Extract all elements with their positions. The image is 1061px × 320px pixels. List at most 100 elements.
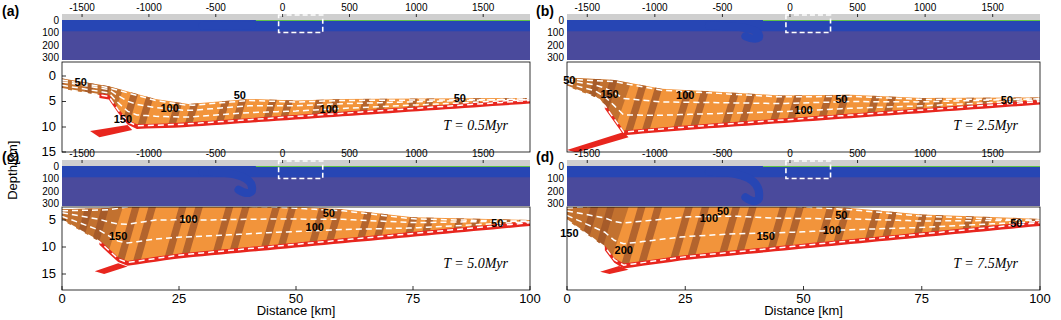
isotherm-line bbox=[567, 207, 1040, 221]
tick bbox=[992, 14, 993, 17]
tick-label: 200 bbox=[547, 40, 564, 51]
thrust-band bbox=[342, 207, 380, 290]
tick bbox=[722, 14, 723, 17]
subducting-slab bbox=[202, 21, 252, 30]
tick-label: 25 bbox=[172, 292, 186, 306]
thrust-band bbox=[850, 66, 889, 152]
tick-label: 15 bbox=[42, 267, 56, 281]
tick-label: 1500 bbox=[472, 2, 494, 13]
tick-label: 0 bbox=[53, 15, 59, 26]
thrust-band bbox=[62, 66, 100, 152]
tick bbox=[654, 160, 655, 163]
tick-label: 0 bbox=[558, 15, 564, 26]
tick bbox=[82, 160, 83, 163]
mantle bbox=[567, 166, 1040, 206]
tick-label: 0 bbox=[787, 148, 793, 159]
tick bbox=[349, 14, 350, 17]
tick-label: -1500 bbox=[574, 2, 600, 13]
mantle bbox=[567, 20, 1040, 60]
thrust-band bbox=[452, 66, 490, 152]
contour-label: 50 bbox=[563, 74, 575, 86]
thrust-band bbox=[125, 66, 163, 152]
tick-label: -1500 bbox=[69, 148, 95, 159]
tick bbox=[282, 160, 283, 163]
thrust-band bbox=[992, 66, 1031, 152]
tick-label: 0 bbox=[563, 292, 570, 306]
lithosphere bbox=[62, 20, 530, 31]
thrust-band bbox=[483, 66, 521, 152]
tick bbox=[62, 274, 66, 275]
tick bbox=[722, 160, 723, 163]
thrust-band bbox=[630, 66, 669, 152]
contour-label: 200 bbox=[615, 244, 633, 256]
crust-line bbox=[256, 166, 530, 167]
tick-label: -500 bbox=[206, 2, 226, 13]
thrust-band bbox=[218, 66, 256, 152]
lithosphere bbox=[567, 166, 1040, 177]
tick-label: 1500 bbox=[982, 148, 1004, 159]
zoom-box bbox=[786, 161, 831, 179]
thrust-group bbox=[62, 207, 530, 290]
tick bbox=[921, 286, 922, 290]
thrust-band bbox=[914, 207, 953, 290]
panel-letter: (d) bbox=[536, 150, 554, 165]
tick bbox=[530, 286, 531, 290]
tick bbox=[587, 160, 588, 163]
tick-label: 0 bbox=[58, 292, 65, 306]
subducting-slab bbox=[709, 26, 759, 39]
contour-label: 100 bbox=[306, 221, 324, 233]
tick-label: -500 bbox=[712, 2, 732, 13]
isotherm-line bbox=[567, 211, 1040, 223]
tick-label: 100 bbox=[547, 173, 564, 184]
thrust-band bbox=[567, 66, 575, 152]
contour-label: 50 bbox=[234, 89, 246, 101]
contour-label: 50 bbox=[75, 76, 87, 88]
tick bbox=[413, 286, 414, 290]
contour-label: 50 bbox=[717, 205, 729, 217]
thrust-band bbox=[1009, 66, 1040, 152]
tick bbox=[282, 14, 283, 17]
basal-layer bbox=[90, 125, 132, 137]
thrust-group bbox=[567, 66, 1040, 152]
panel-frame bbox=[567, 62, 1040, 152]
thrust-band bbox=[756, 66, 795, 152]
thrust-band bbox=[342, 66, 380, 152]
contour-label: 50 bbox=[491, 217, 503, 229]
tick bbox=[215, 160, 216, 163]
contour-label: 100 bbox=[160, 102, 178, 114]
wedge-group bbox=[62, 207, 530, 290]
contour-label: 100 bbox=[320, 103, 338, 115]
tick bbox=[62, 286, 63, 290]
contour-label: 150 bbox=[109, 230, 127, 242]
tick-label: 1500 bbox=[982, 2, 1004, 13]
contour-label: 150 bbox=[756, 230, 774, 242]
tick bbox=[62, 247, 66, 248]
tick bbox=[148, 160, 149, 163]
mantle bbox=[62, 166, 530, 206]
wedge-group bbox=[567, 66, 1040, 152]
tick bbox=[82, 14, 83, 17]
isotherm-line bbox=[567, 79, 1040, 99]
tick-label: 1000 bbox=[405, 148, 427, 159]
mantle bbox=[62, 20, 530, 60]
tick-label: 5 bbox=[49, 94, 56, 108]
tick bbox=[62, 152, 66, 153]
isotherm-line bbox=[62, 220, 530, 263]
tick bbox=[179, 286, 180, 290]
tick-label: -1000 bbox=[642, 148, 668, 159]
panel-frame bbox=[62, 62, 530, 152]
thrust-band bbox=[249, 66, 287, 152]
zoom-box bbox=[786, 15, 831, 33]
time-label: T = 7.5Myr bbox=[953, 256, 1018, 271]
thrust-band bbox=[708, 66, 747, 152]
tick-label: 0 bbox=[280, 2, 286, 13]
contour-label: 100 bbox=[700, 212, 718, 224]
tick bbox=[62, 127, 66, 128]
thrust-band bbox=[452, 207, 490, 290]
thrust-band bbox=[661, 66, 700, 152]
zoom-box bbox=[279, 161, 323, 179]
tick-label: 200 bbox=[547, 186, 564, 197]
contour-label: 150 bbox=[114, 113, 132, 125]
basal-layer bbox=[95, 263, 128, 274]
tick bbox=[685, 286, 686, 290]
